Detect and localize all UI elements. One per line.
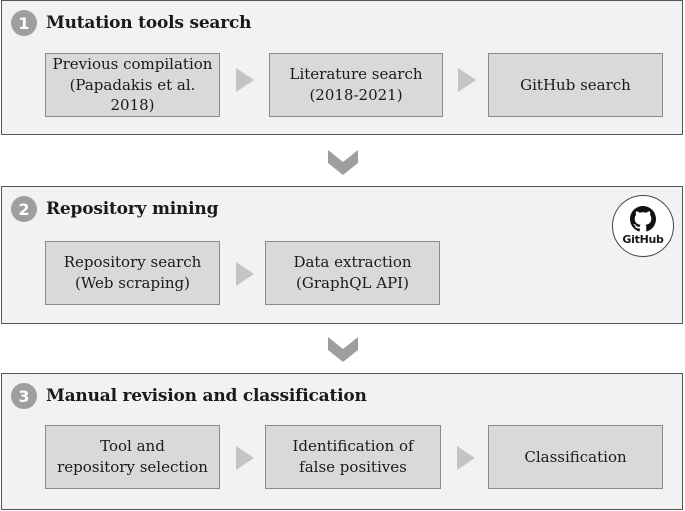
flow-arrow-icon	[457, 446, 475, 470]
step-line: false positives	[299, 458, 407, 476]
step-line: (2018-2021)	[309, 86, 403, 104]
flow-arrow-icon	[236, 262, 254, 286]
step-line: (Web scraping)	[74, 274, 191, 292]
step-line: Identification of	[292, 437, 414, 456]
step-github-search: GitHub search	[488, 53, 663, 117]
step-line: (GraphQL API)	[296, 274, 409, 292]
step-line: repository selection	[57, 458, 208, 476]
step-classification: Classification	[488, 425, 663, 489]
flow-arrow-icon	[236, 446, 254, 470]
flow-arrow-icon	[458, 68, 476, 92]
stage-1-panel: 1 Mutation tools search Previous compila…	[1, 0, 683, 135]
github-logo: GitHub	[612, 195, 674, 257]
stage-1-title: Mutation tools search	[46, 13, 252, 33]
step-line: GitHub search	[520, 75, 631, 94]
stage-3-header: 3 Manual revision and classification	[11, 383, 367, 409]
stage-2-panel: 2 Repository mining GitHub Repository se…	[1, 186, 683, 324]
step-tool-repository-selection: Tool and repository selection	[45, 425, 220, 489]
chevron-down-icon	[328, 150, 358, 175]
step-literature-search: Literature search (2018-2021)	[269, 53, 443, 117]
step-line: Tool and	[100, 437, 165, 456]
step-identification-false-positives: Identification of false positives	[265, 425, 441, 489]
stage-2-number-badge: 2	[11, 196, 37, 222]
stage-2-header: 2 Repository mining	[11, 196, 218, 222]
step-line: (Papadakis et al. 2018)	[69, 75, 196, 115]
stage-3-panel: 3 Manual revision and classification Too…	[1, 373, 683, 510]
step-repository-search: Repository search (Web scraping)	[45, 241, 220, 305]
stage-3-title: Manual revision and classification	[46, 386, 367, 406]
step-previous-compilation: Previous compilation (Papadakis et al. 2…	[45, 53, 220, 117]
github-logo-text: GitHub	[622, 233, 664, 246]
step-line: Repository search	[63, 253, 202, 272]
step-line: Data extraction	[293, 253, 412, 272]
step-line: Classification	[524, 447, 627, 466]
step-line: Literature search	[289, 65, 423, 84]
stage-1-number-badge: 1	[11, 10, 37, 36]
step-data-extraction: Data extraction (GraphQL API)	[265, 241, 440, 305]
stage-3-number-badge: 3	[11, 383, 37, 409]
stage-1-header: 1 Mutation tools search	[11, 10, 252, 36]
stage-2-title: Repository mining	[46, 199, 219, 219]
chevron-down-icon	[328, 337, 358, 362]
step-line: Previous compilation	[52, 54, 213, 73]
flow-arrow-icon	[236, 68, 254, 92]
github-octocat-icon	[630, 206, 656, 232]
